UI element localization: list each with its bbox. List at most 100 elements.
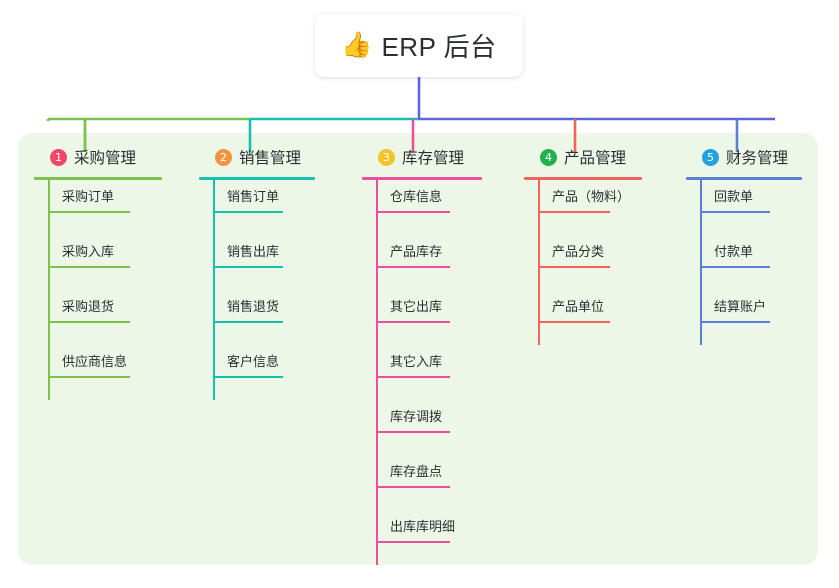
branch-title: 销售管理: [239, 150, 302, 167]
leaf-item[interactable]: 产品分类: [524, 235, 642, 290]
leaf-label: 采购退货: [62, 299, 115, 314]
leaf-label: 产品单位: [552, 299, 605, 314]
thumbs-up-icon: 👍: [341, 31, 373, 59]
leaf-label: 采购订单: [62, 189, 115, 204]
leaf-label: 仓库信息: [390, 189, 443, 204]
leaf-label: 供应商信息: [62, 354, 128, 369]
leaf-item[interactable]: 付款单: [686, 235, 802, 290]
branch-number-badge: 4: [540, 148, 557, 166]
leaf-item[interactable]: 产品单位: [524, 290, 642, 345]
leaf-label: 销售出库: [227, 244, 280, 259]
leaf-label: 付款单: [714, 244, 754, 259]
branch-number-badge: 2: [215, 148, 232, 166]
leaf-underline: [700, 266, 770, 268]
leaf-label: 出库库明细: [390, 519, 456, 534]
branch-underline: [524, 177, 642, 180]
leaf-label: 产品库存: [390, 244, 443, 259]
branch-column-4: 4 产品管理产品（物料） 产品分类产品单位: [524, 145, 642, 345]
leaf-underline: [213, 376, 283, 378]
leaf-underline: [538, 321, 610, 323]
leaf-underline: [48, 321, 130, 323]
branch-number-badge: 3: [378, 148, 395, 166]
leaf-stem: [376, 510, 378, 565]
leaf-item[interactable]: 客户信息: [199, 345, 315, 400]
leaf-label: 客户信息: [227, 354, 280, 369]
leaf-item[interactable]: 采购订单: [34, 180, 162, 235]
leaf-stem: [48, 345, 50, 400]
leaf-stem: [213, 235, 215, 290]
leaf-stem: [700, 180, 702, 235]
leaf-item[interactable]: 其它出库: [362, 290, 482, 345]
leaf-label: 销售订单: [227, 189, 280, 204]
leaf-label: 库存盘点: [390, 464, 443, 479]
leaf-underline: [376, 376, 450, 378]
root-node[interactable]: 👍 ERP 后台: [315, 14, 523, 77]
leaf-stem: [376, 180, 378, 235]
leaf-underline: [700, 321, 770, 323]
leaf-item[interactable]: 结算账户: [686, 290, 802, 345]
leaf-underline: [48, 211, 130, 213]
leaf-item[interactable]: 回款单: [686, 180, 802, 235]
leaf-underline: [213, 211, 283, 213]
leaf-stem: [213, 290, 215, 345]
leaf-stem: [538, 290, 540, 345]
leaf-stem: [48, 235, 50, 290]
leaf-stem: [376, 345, 378, 400]
leaf-item[interactable]: 销售出库: [199, 235, 315, 290]
leaf-stem: [48, 290, 50, 345]
branch-header-2[interactable]: 2 销售管理: [199, 145, 315, 169]
leaf-underline: [376, 266, 450, 268]
leaf-underline: [213, 266, 283, 268]
leaf-item[interactable]: 供应商信息: [34, 345, 162, 400]
leaf-stem: [376, 400, 378, 455]
branch-underline: [199, 177, 315, 180]
leaf-underline: [376, 431, 450, 433]
leaf-underline: [376, 541, 450, 543]
leaf-item[interactable]: 出库库明细: [362, 510, 482, 565]
branch-underline: [34, 177, 162, 180]
leaf-underline: [376, 486, 450, 488]
leaf-underline: [48, 376, 130, 378]
leaf-label: 库存调拨: [390, 409, 443, 424]
leaf-stem: [538, 235, 540, 290]
leaf-label: 其它入库: [390, 354, 443, 369]
leaf-label: 产品分类: [552, 244, 605, 259]
leaf-underline: [48, 266, 130, 268]
leaf-item[interactable]: 产品（物料）: [524, 180, 642, 235]
leaf-stem: [700, 290, 702, 345]
leaf-item[interactable]: 库存盘点: [362, 455, 482, 510]
leaf-label: 采购入库: [62, 244, 115, 259]
leaf-underline: [376, 211, 450, 213]
branch-column-2: 2 销售管理销售订单销售出库销售退货客户信息: [199, 145, 315, 400]
branch-underline: [686, 177, 802, 180]
leaf-stem: [376, 235, 378, 290]
leaf-stem: [48, 180, 50, 235]
leaf-item[interactable]: 销售退货: [199, 290, 315, 345]
leaf-stem: [376, 290, 378, 345]
leaf-item[interactable]: 采购退货: [34, 290, 162, 345]
leaf-label: 销售退货: [227, 299, 280, 314]
leaf-item[interactable]: 产品库存: [362, 235, 482, 290]
branch-number-badge: 5: [702, 148, 719, 166]
leaf-item[interactable]: 库存调拨: [362, 400, 482, 455]
leaf-underline: [538, 266, 610, 268]
branch-header-4[interactable]: 4 产品管理: [524, 145, 642, 169]
leaf-label: 结算账户: [714, 299, 767, 314]
branch-title: 产品管理: [564, 150, 627, 167]
leaf-stem: [213, 180, 215, 235]
leaf-item[interactable]: 仓库信息: [362, 180, 482, 235]
leaf-item[interactable]: 其它入库: [362, 345, 482, 400]
leaf-stem: [376, 455, 378, 510]
leaf-underline: [700, 211, 770, 213]
branch-number-badge: 1: [50, 148, 67, 166]
leaf-item[interactable]: 采购入库: [34, 235, 162, 290]
leaf-underline: [213, 321, 283, 323]
leaf-item[interactable]: 销售订单: [199, 180, 315, 235]
